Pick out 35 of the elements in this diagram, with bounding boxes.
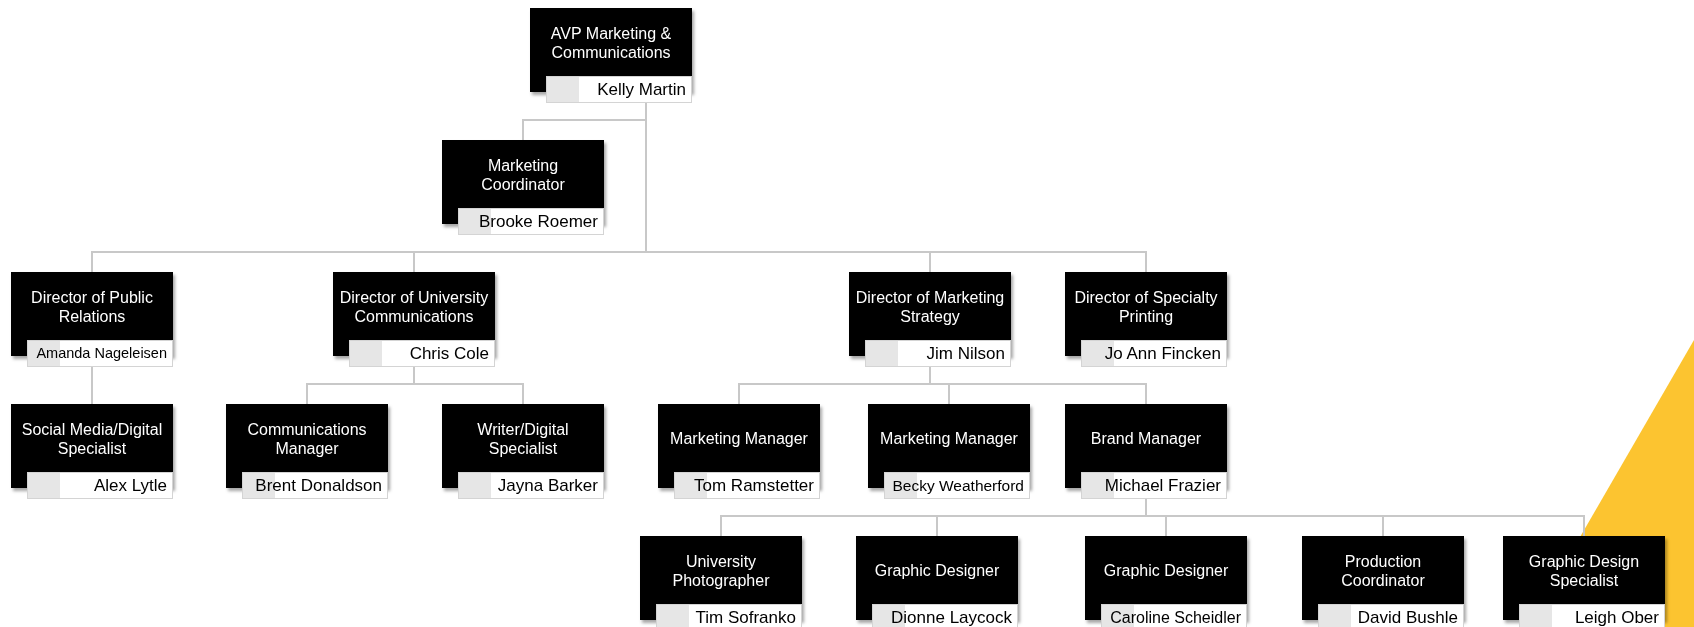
name-label: Amanda Nageleisen (27, 340, 173, 367)
job-title: Director of University Communications (338, 287, 490, 327)
name-label: Caroline Scheidler (1101, 604, 1247, 627)
job-title: Marketing Manager (670, 429, 808, 449)
job-title: Communications Manager (246, 419, 368, 459)
job-title: Graphic Designer (1103, 561, 1229, 581)
job-title: Director of Public Relations (30, 287, 154, 327)
name-label: Tim Sofranko (656, 604, 802, 627)
name-label: Becky Weatherford (884, 472, 1030, 499)
name-label: Jo Ann Fincken (1081, 340, 1227, 367)
name-label: Kelly Martin (546, 76, 692, 103)
name-label: Jayna Barker (458, 472, 604, 499)
connector-line (91, 366, 93, 405)
name-label: Brooke Roemer (458, 208, 604, 235)
job-title: Director of Specialty Printing (1073, 287, 1219, 327)
name-label: Jim Nilson (865, 340, 1011, 367)
job-title: Marketing Manager (880, 429, 1018, 449)
name-label: Leigh Ober (1519, 604, 1665, 627)
job-title: Production Coordinator (1340, 551, 1426, 591)
name-label: Michael Frazier (1081, 472, 1227, 499)
job-title: Social Media/Digital Specialist (20, 419, 164, 459)
job-title: Graphic Design Specialist (1527, 551, 1641, 591)
name-label: Brent Donaldson (242, 472, 388, 499)
job-title: AVP Marketing & Communications (549, 23, 673, 63)
job-title: Writer/Digital Specialist (476, 419, 570, 459)
job-title: Director of Marketing Strategy (854, 287, 1006, 327)
name-label: Alex Lytle (27, 472, 173, 499)
job-title: Graphic Designer (874, 561, 1000, 581)
job-title: University Photographer (671, 551, 771, 591)
job-title: Marketing Coordinator (480, 155, 566, 195)
name-label: Chris Cole (349, 340, 495, 367)
job-title: Brand Manager (1090, 429, 1202, 449)
name-label: David Bushle (1318, 604, 1464, 627)
name-label: Tom Ramstetter (674, 472, 820, 499)
name-label: Dionne Laycock (872, 604, 1018, 627)
